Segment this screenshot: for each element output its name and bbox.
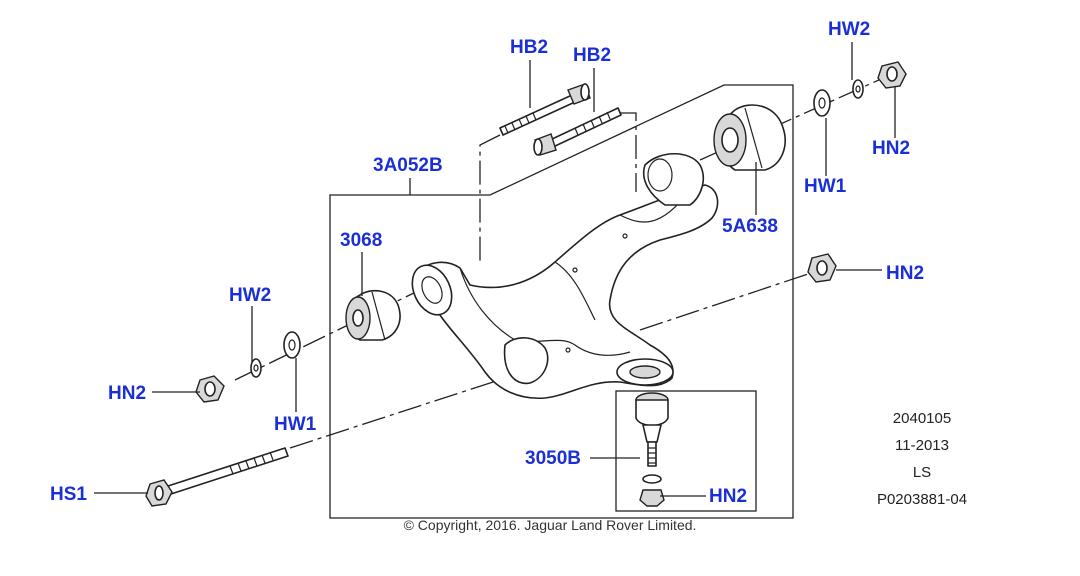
nut-hn2-right (807, 253, 837, 283)
callout-hb2-a[interactable]: HB2 (510, 37, 549, 58)
pivot-axis-right (639, 269, 821, 331)
callout-hw1-left[interactable]: HW1 (274, 414, 317, 435)
callout-3068[interactable]: 3068 (340, 230, 383, 251)
copyright-notice: © Copyright, 2016. Jaguar Land Rover Lim… (403, 517, 697, 533)
hs1-axis (289, 369, 531, 449)
hb2-drop-a (479, 134, 501, 262)
nut-hn2-top (877, 61, 907, 89)
washer-hw2-left (250, 358, 262, 378)
washer-hw1-left (283, 331, 301, 359)
bush-3068 (345, 289, 401, 341)
callout-hw2-top[interactable]: HW2 (828, 19, 871, 40)
ball-joint-3050b (635, 392, 669, 507)
assembly-frame (329, 84, 794, 519)
diagram-date: 11-2013 (895, 437, 949, 454)
nut-hn2-left (195, 375, 225, 403)
lower-control-arm (411, 153, 719, 400)
bolt-hb2-a (499, 83, 591, 136)
callout-3050b[interactable]: 3050B (525, 448, 581, 469)
bolt-hb2-b (533, 107, 622, 156)
bush-5a638 (713, 104, 786, 171)
callout-hn2-bottom[interactable]: HN2 (709, 486, 748, 507)
callout-hn2-top[interactable]: HN2 (872, 138, 911, 159)
diagram-code: 2040105 (892, 410, 952, 427)
callout-5a638[interactable]: 5A638 (722, 216, 778, 237)
callout-hw1-top[interactable]: HW1 (804, 176, 847, 197)
callout-hn2-left[interactable]: HN2 (108, 383, 147, 404)
bolt-hs1 (145, 447, 289, 507)
callout-hw2-left[interactable]: HW2 (229, 285, 272, 306)
callout-3a052b[interactable]: 3A052B (373, 155, 443, 176)
diagram-ref: P0203881-04 (876, 491, 968, 508)
callout-hb2-b[interactable]: HB2 (573, 45, 612, 66)
washer-hw1-top (813, 89, 831, 117)
ball-joint-box (615, 390, 757, 512)
washer-hw2-top (852, 79, 864, 99)
callout-hs1[interactable]: HS1 (50, 484, 87, 505)
callout-hn2-right[interactable]: HN2 (886, 263, 925, 284)
hb2-drop-b (620, 112, 637, 192)
diagram-ls: LS (912, 464, 932, 481)
